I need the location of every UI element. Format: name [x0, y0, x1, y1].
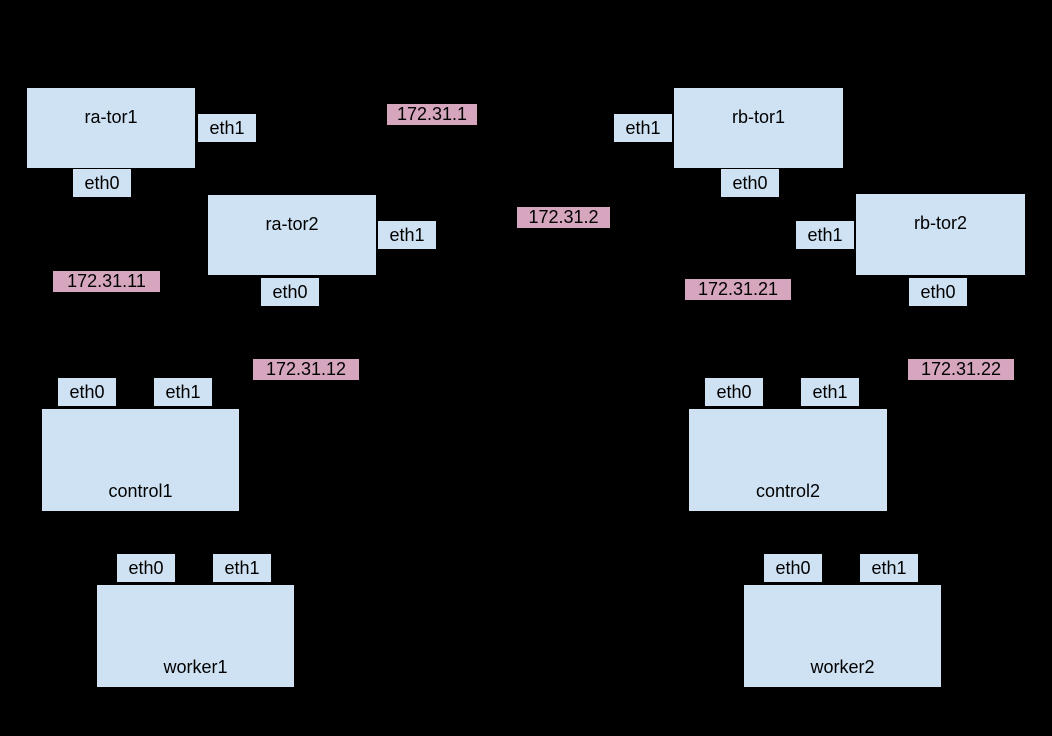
port-ra-tor2-eth1: eth1 [377, 220, 437, 250]
ip-label-172-31-21: 172.31.21 [685, 279, 791, 300]
node-ra-tor2: ra-tor2 [207, 194, 377, 276]
node-rb-tor1: rb-tor1 [673, 87, 844, 169]
node-rb-tor1-label: rb-tor1 [731, 107, 785, 127]
node-control2: control2 [688, 408, 888, 512]
ip-label-172-31-22: 172.31.22 [908, 359, 1014, 380]
port-control2-eth0: eth0 [704, 377, 764, 407]
node-rb-tor2-label: rb-tor2 [913, 213, 967, 233]
port-ra-tor1-eth0: eth0 [72, 168, 132, 198]
port-control2-eth1: eth1 [800, 377, 860, 407]
node-rb-tor2: rb-tor2 [855, 193, 1026, 276]
port-worker2-eth1: eth1 [859, 553, 919, 583]
node-worker2-label: worker2 [810, 657, 875, 677]
ip-label-172-31-12: 172.31.12 [253, 359, 359, 380]
node-worker2: worker2 [743, 584, 942, 688]
node-ra-tor1-label: ra-tor1 [84, 107, 138, 127]
node-ra-tor2-label: ra-tor2 [265, 214, 319, 234]
node-worker1-label: worker1 [163, 657, 228, 677]
port-worker1-eth0: eth0 [116, 553, 176, 583]
port-ra-tor2-eth0: eth0 [260, 277, 320, 307]
port-rb-tor1-eth0: eth0 [720, 168, 780, 198]
ip-label-172-31-1: 172.31.1 [387, 104, 477, 125]
port-ra-tor1-eth1: eth1 [197, 113, 257, 143]
node-control1: control1 [41, 408, 240, 512]
ip-label-172-31-2: 172.31.2 [517, 207, 610, 228]
port-worker2-eth0: eth0 [763, 553, 823, 583]
node-worker1: worker1 [96, 584, 295, 688]
port-control1-eth0: eth0 [57, 377, 117, 407]
port-rb-tor2-eth0: eth0 [908, 277, 968, 307]
node-ra-tor1: ra-tor1 [26, 87, 196, 169]
port-rb-tor1-eth1: eth1 [613, 113, 673, 143]
node-control2-label: control2 [755, 481, 821, 501]
port-worker1-eth1: eth1 [212, 553, 272, 583]
ip-label-172-31-11: 172.31.11 [53, 271, 160, 292]
port-rb-tor2-eth1: eth1 [795, 220, 855, 250]
port-control1-eth1: eth1 [153, 377, 213, 407]
node-control1-label: control1 [108, 481, 173, 501]
